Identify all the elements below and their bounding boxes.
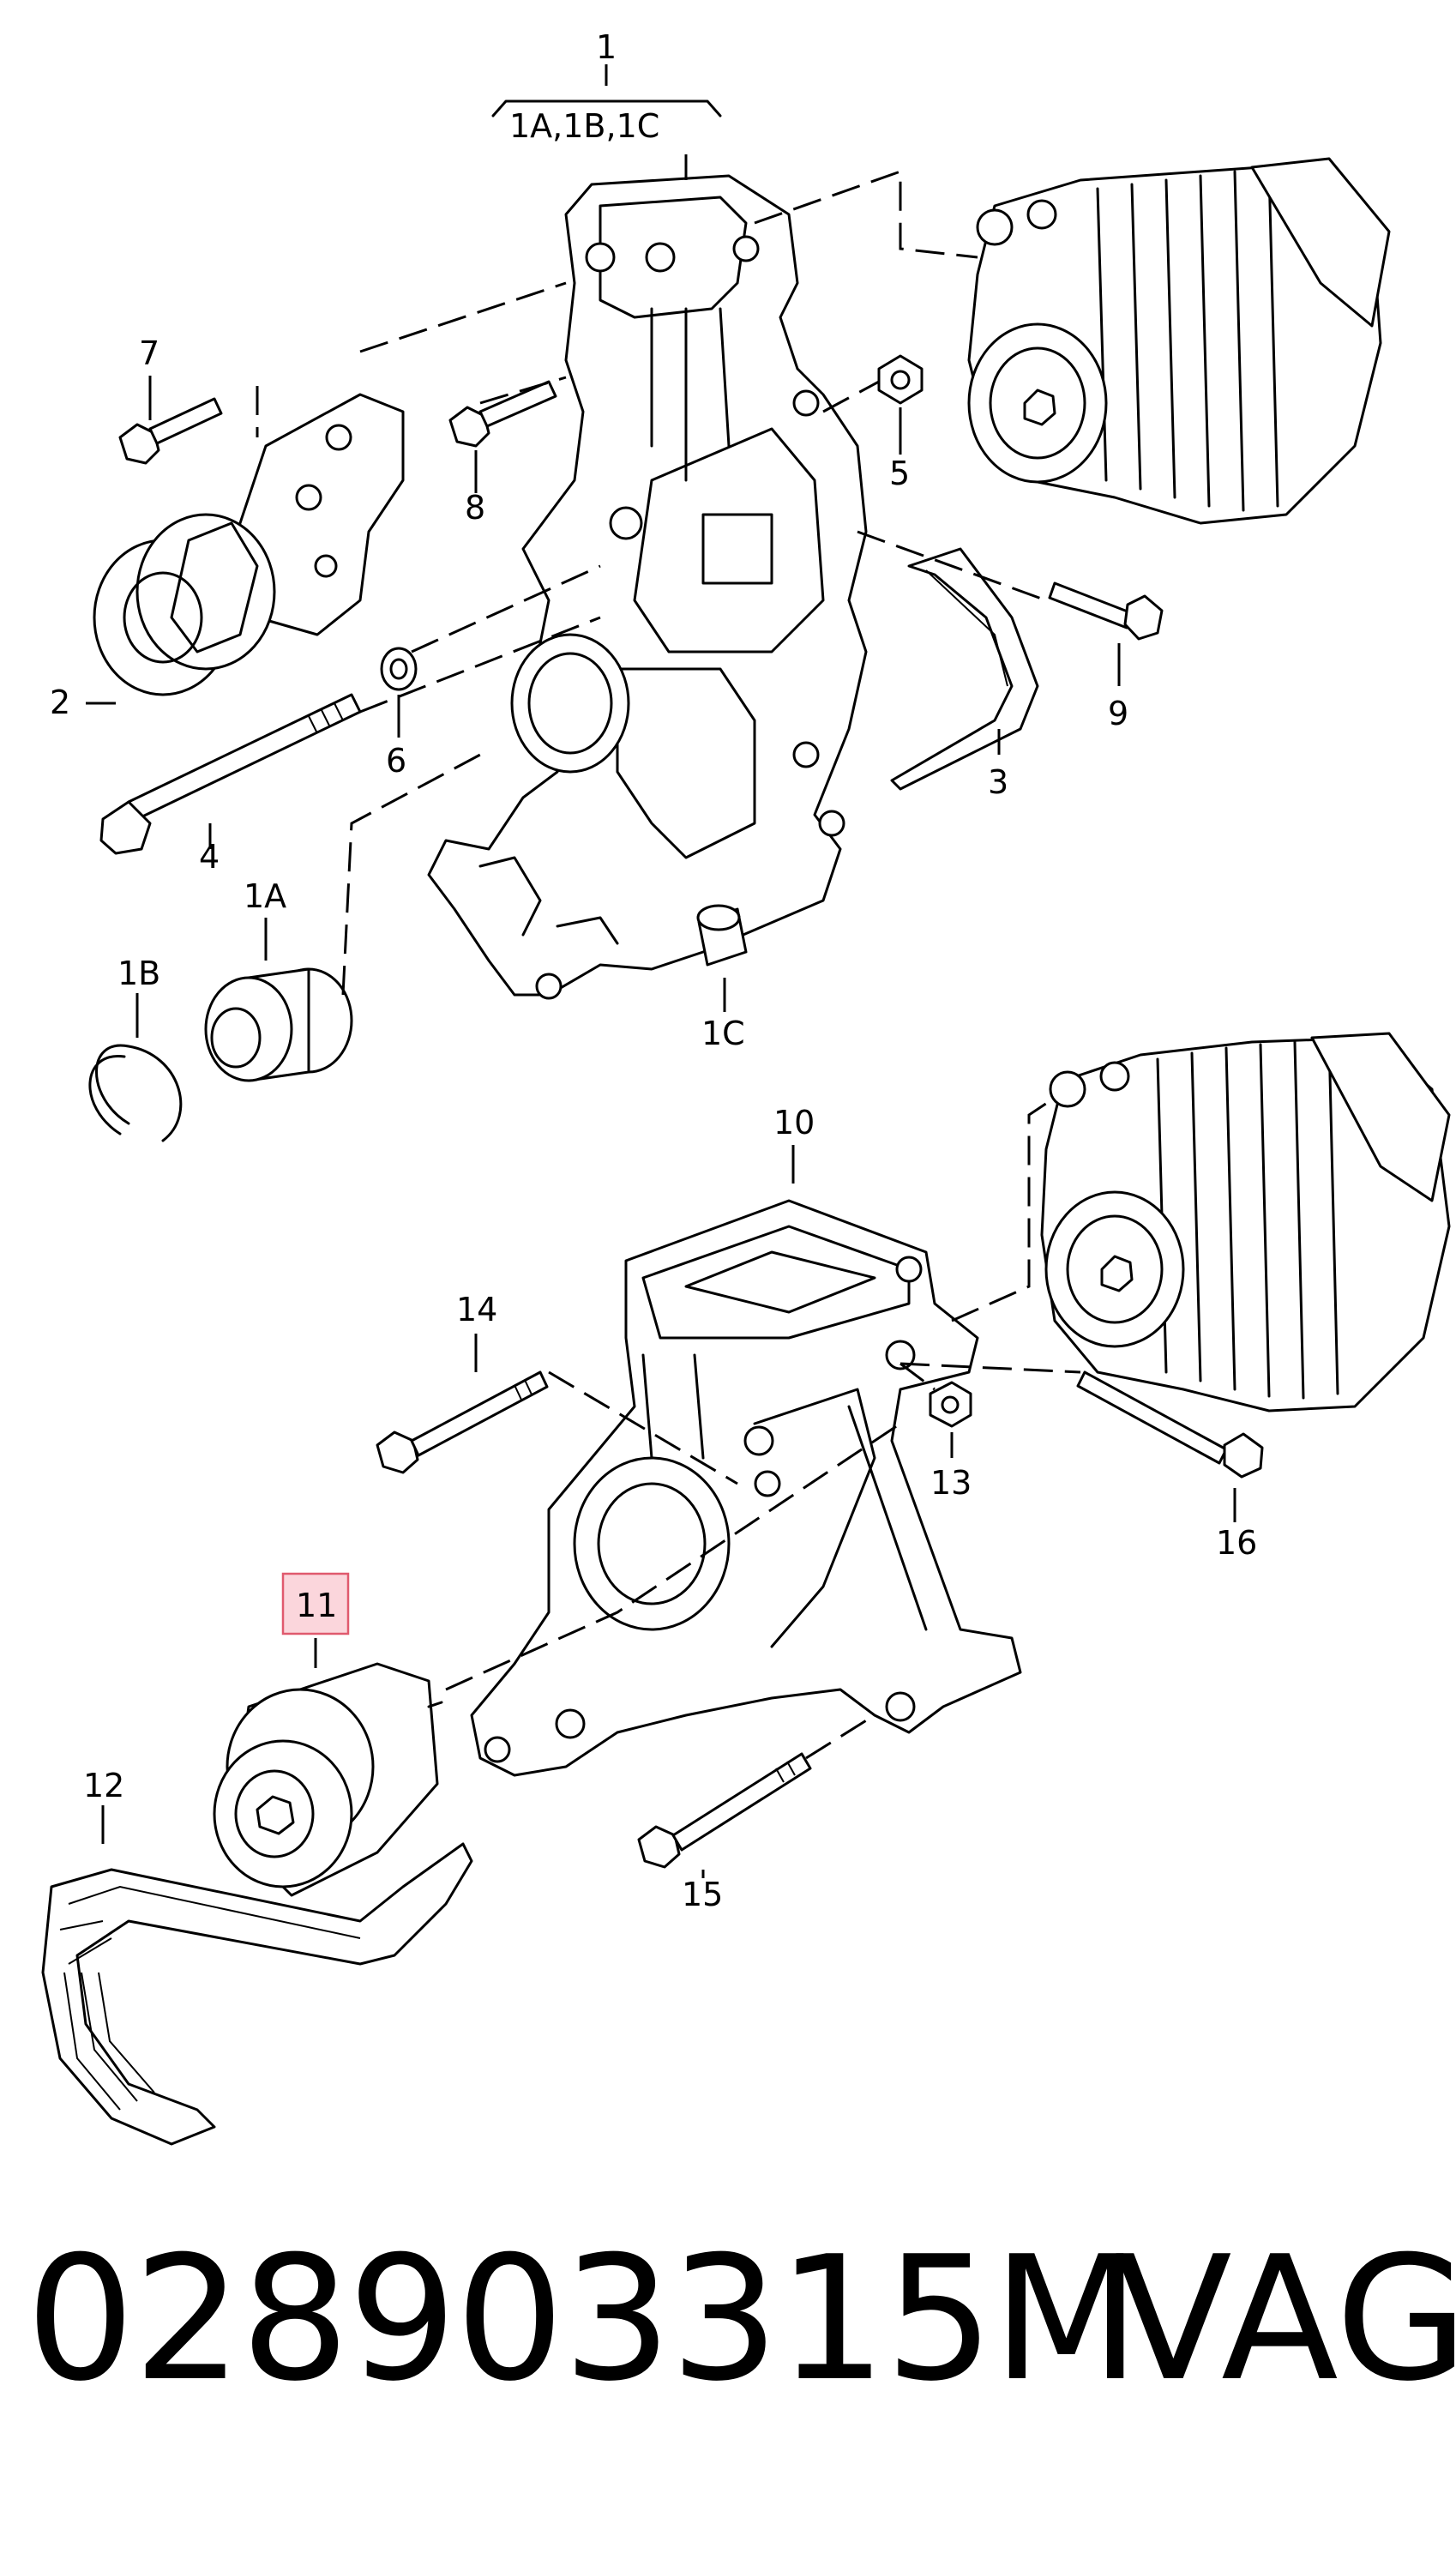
label-1a-1b-1c: 1A,1B,1C (509, 107, 659, 145)
ribbed-belt-part-12 (41, 1842, 473, 2146)
bracket-part-1 (427, 174, 868, 1000)
label-4: 4 (199, 838, 220, 876)
leader-lines (86, 64, 1236, 1878)
label-1a: 1A (244, 877, 286, 915)
bolt-part-9 (1048, 581, 1164, 641)
highlight-box-part-11 (281, 1572, 350, 1635)
footer: 028903315M VAG (26, 2220, 1456, 2419)
label-1c: 1C (701, 1015, 745, 1052)
nut-part-5 (877, 354, 924, 405)
bushing-part-1a (204, 967, 353, 1082)
label-16: 16 (1216, 1524, 1257, 1562)
tensioner-part-2 (93, 393, 405, 696)
belt-part-3 (890, 547, 1039, 791)
label-15: 15 (682, 1876, 723, 1913)
long-bolt-part-4 (99, 693, 362, 855)
label-1: 1 (596, 28, 617, 66)
washer-part-6 (380, 647, 418, 691)
alternator-lower (1040, 1032, 1451, 1413)
brand-name: VAG (1115, 2220, 1456, 2419)
alternator-upper (967, 157, 1391, 525)
label-8: 8 (465, 489, 485, 527)
label-12: 12 (83, 1767, 124, 1804)
assembly-lines-upper (256, 169, 1047, 996)
label-6: 6 (386, 742, 406, 780)
label-7: 7 (139, 334, 159, 372)
label-10: 10 (773, 1104, 815, 1141)
label-9: 9 (1108, 695, 1128, 732)
bracket-part-10 (470, 1199, 1022, 1777)
label-11: 11 (296, 1587, 337, 1624)
label-2: 2 (50, 684, 70, 721)
part-number: 028903315M (26, 2220, 1140, 2419)
label-1b: 1B (117, 955, 160, 992)
label-5: 5 (889, 455, 910, 492)
label-13: 13 (930, 1464, 972, 1502)
assembly-lines-lower (445, 1096, 1081, 1760)
label-3: 3 (988, 763, 1008, 801)
bolt-part-8 (448, 380, 557, 448)
bolt-part-15 (637, 1752, 812, 1869)
sleeve-part-1c (696, 904, 748, 967)
tensioner-roller-part-11 (213, 1662, 443, 1897)
bolt-part-7 (118, 397, 223, 465)
bolt-part-16 (1076, 1370, 1264, 1479)
callout-labels: 1 1A,1B,1C 7 8 5 9 2 6 3 4 1A 1B 1C 10 1… (50, 28, 1257, 1913)
circlip-part-1b (88, 1044, 183, 1142)
label-14: 14 (456, 1291, 497, 1328)
nut-part-13 (929, 1381, 972, 1428)
bolt-part-14 (376, 1370, 549, 1474)
